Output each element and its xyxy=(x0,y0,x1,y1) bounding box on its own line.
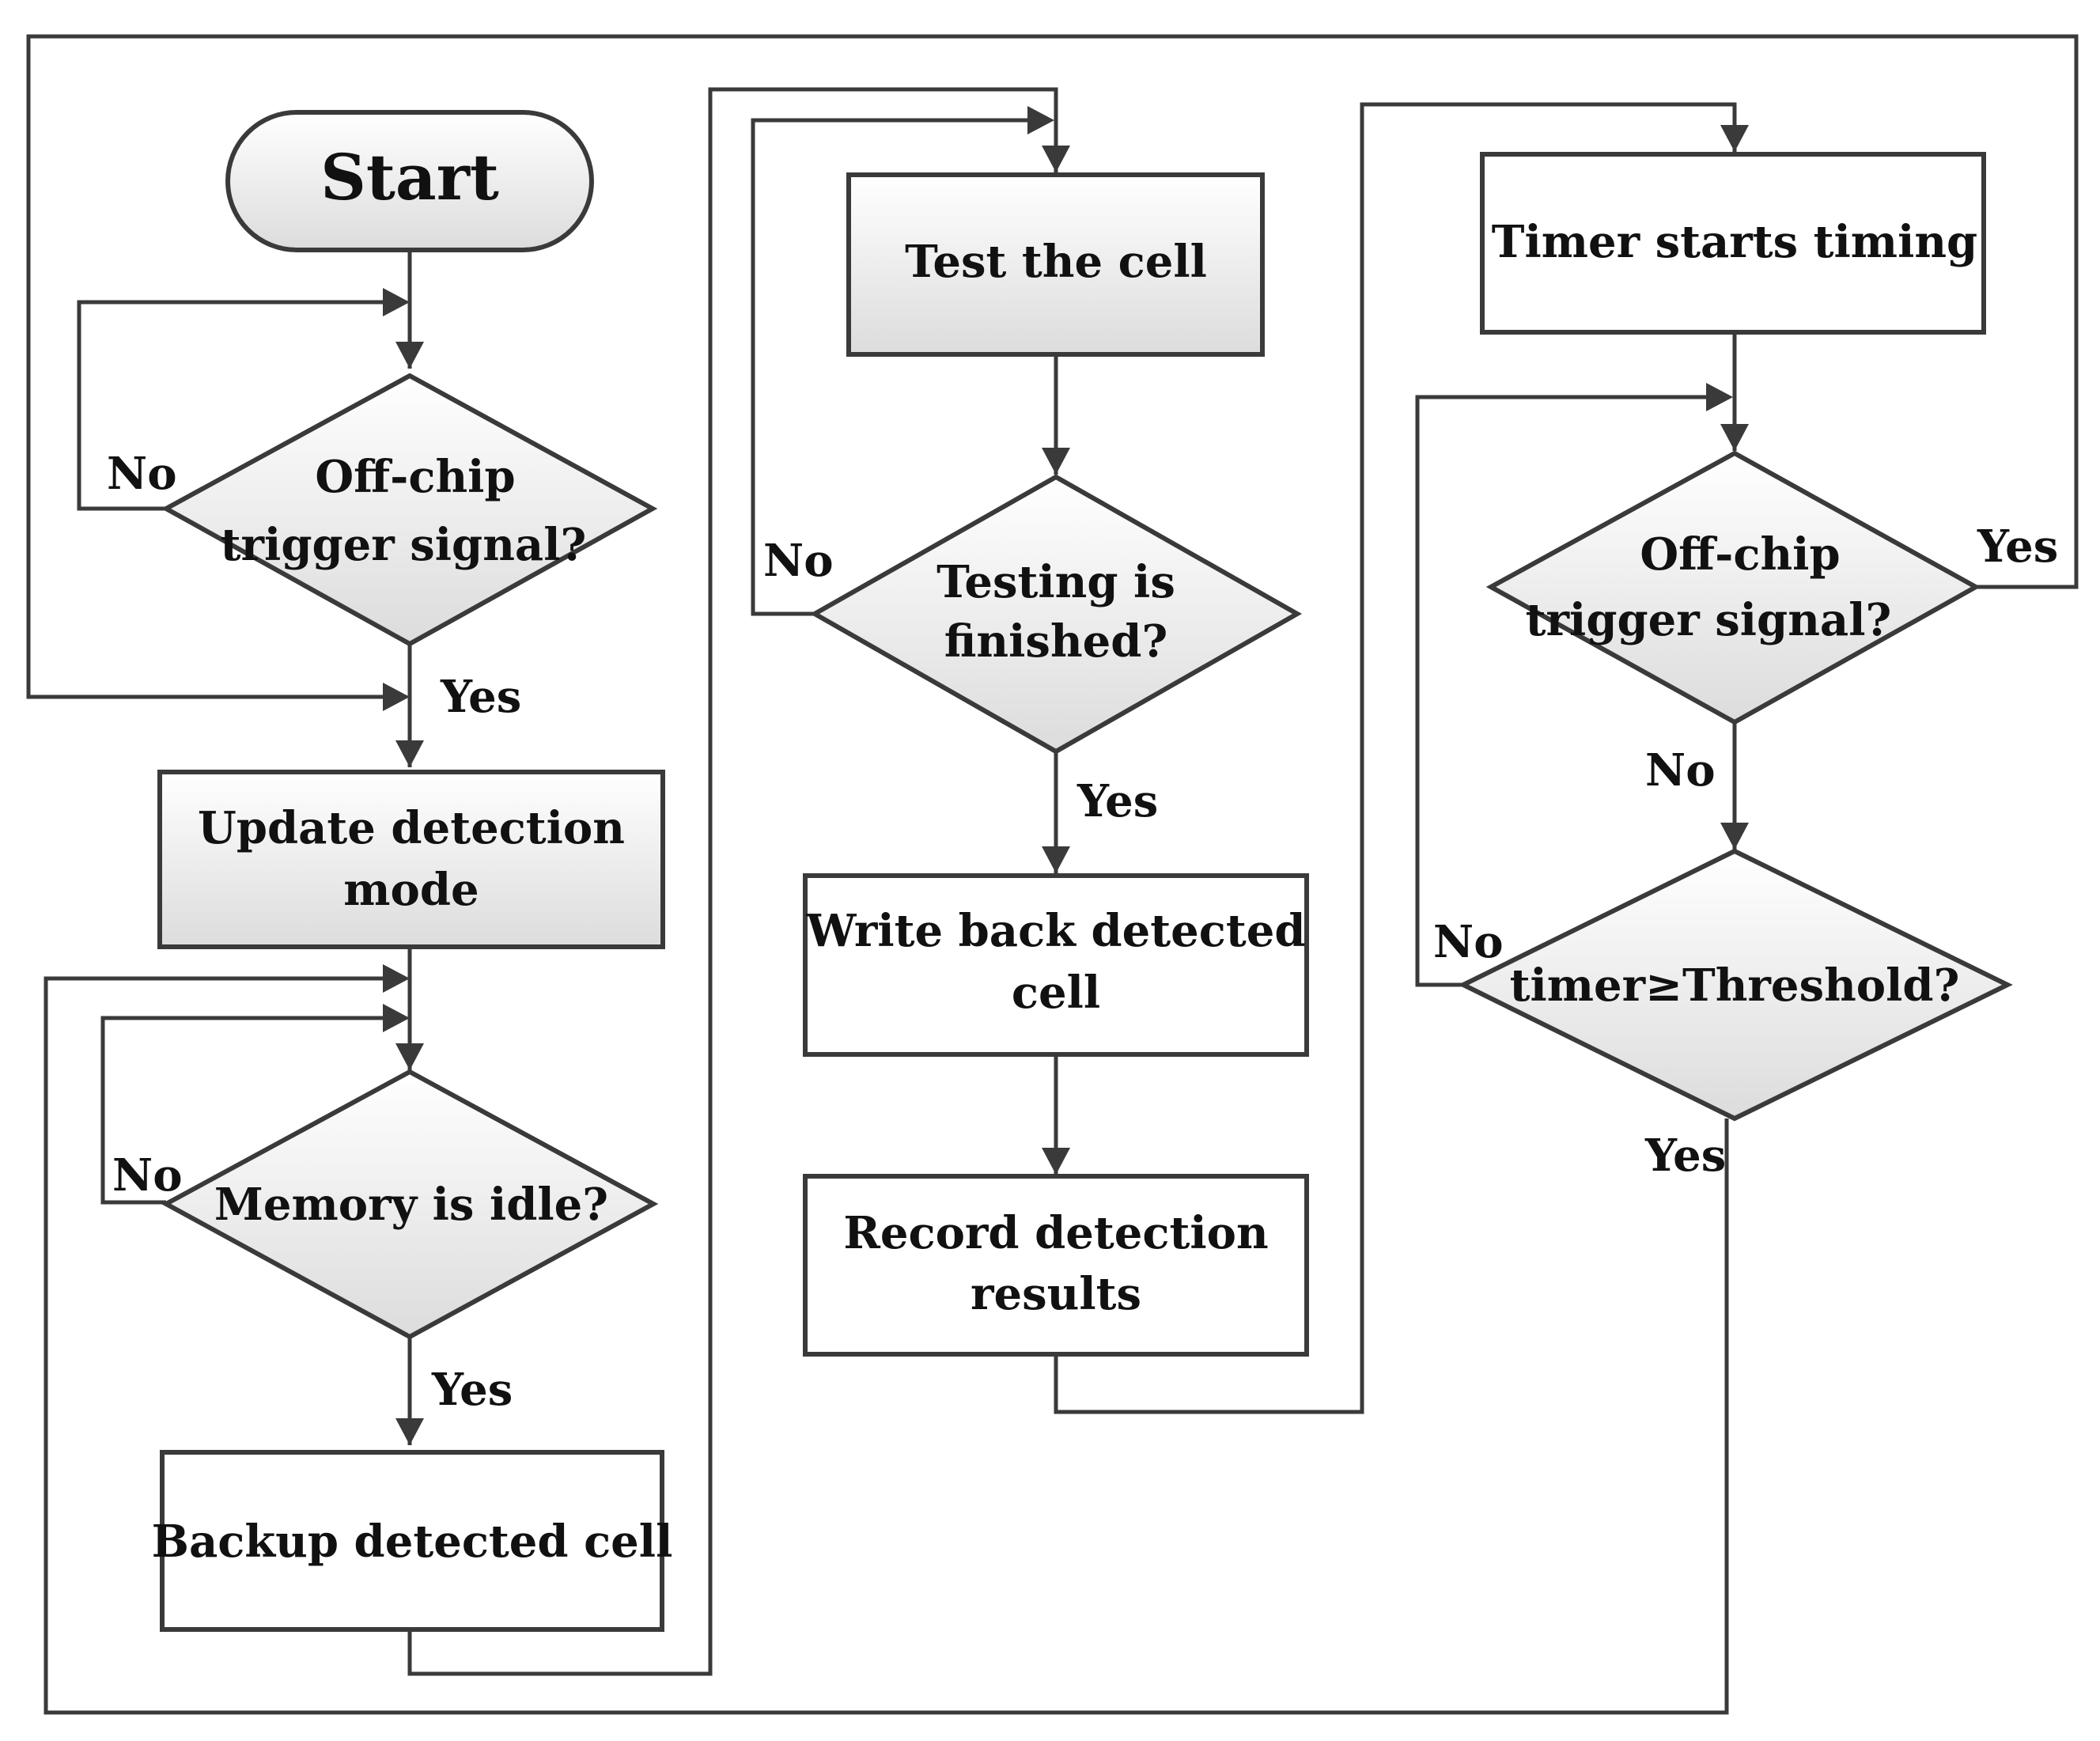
label-testing-yes: Yes xyxy=(1076,775,1158,827)
arrowhead xyxy=(383,964,410,993)
arrowhead xyxy=(1720,823,1749,850)
arrowhead xyxy=(1706,383,1733,411)
arrowhead xyxy=(1042,846,1070,873)
arrowhead xyxy=(383,1004,410,1032)
decision-timer-threshold-label: timer≥Threshold? xyxy=(1510,959,1960,1012)
process-update-detection-mode xyxy=(157,770,665,949)
edge-memory-no-loop xyxy=(100,1016,399,1205)
process-timer-starts-label: Timer starts timing xyxy=(1492,216,1977,268)
arrowhead xyxy=(395,740,424,767)
process-write-back-line2: cell xyxy=(1012,967,1100,1019)
start-label: Start xyxy=(320,140,499,214)
label-offchip1-no: No xyxy=(107,448,177,500)
label-offchip2-no: No xyxy=(1645,744,1716,797)
decision-testing-finished-line1: Testing is xyxy=(936,556,1175,608)
edge-timer-yes-loop xyxy=(44,976,1729,1715)
decision-timer-threshold xyxy=(1458,848,2013,1122)
start-terminator xyxy=(225,110,594,252)
decision-offchip-trigger-1-line2: trigger signal? xyxy=(221,519,587,571)
process-write-back-line1: Write back detected xyxy=(805,905,1305,957)
arrowhead xyxy=(1042,448,1070,475)
process-backup-detected-cell-label: Backup detected cell xyxy=(152,1516,673,1568)
decision-memory-idle xyxy=(161,1069,659,1340)
decision-offchip-trigger-2-line1: Off-chip xyxy=(1640,528,1840,581)
process-timer-starts-timing xyxy=(1480,152,1986,335)
arrowhead xyxy=(1720,424,1749,451)
edge-offchip1-no-loop xyxy=(77,300,399,511)
edge-offchip2-yes-loop xyxy=(26,34,2079,699)
label-threshold-no: No xyxy=(1433,916,1504,968)
process-record-line2: results xyxy=(971,1268,1141,1320)
nodes: Start Off-chip trigger signal? Update de… xyxy=(152,110,2013,1632)
edge-testing-no-loop xyxy=(751,118,1044,616)
process-write-back-detected-cell xyxy=(803,873,1309,1057)
process-test-the-cell xyxy=(846,172,1265,357)
process-record-detection-results xyxy=(803,1174,1309,1357)
decision-offchip-trigger-2 xyxy=(1485,450,1981,725)
arrowhead xyxy=(395,1418,424,1445)
decision-offchip-trigger-2-line2: trigger signal? xyxy=(1526,594,1892,646)
edge-labels: No Yes No Yes No Yes Yes No No Yes xyxy=(107,448,2058,1416)
process-backup-detected-cell xyxy=(160,1450,664,1632)
arrowhead xyxy=(1042,1148,1070,1175)
arrowhead xyxy=(1027,106,1054,134)
decision-memory-idle-label: Memory is idle? xyxy=(214,1179,608,1231)
arrowhead xyxy=(1042,146,1070,172)
edge-threshold-no-loop xyxy=(1415,395,1723,987)
label-offchip1-yes: Yes xyxy=(440,671,521,723)
arrowhead xyxy=(1720,125,1749,152)
connectors xyxy=(26,34,2079,1715)
arrowhead xyxy=(383,288,410,316)
decision-offchip-trigger-1-line1: Off-chip xyxy=(315,451,515,503)
decision-testing-finished-line2: finished? xyxy=(944,615,1168,668)
process-record-line1: Record detection xyxy=(843,1207,1268,1259)
edge-record-to-timer xyxy=(1054,102,1737,1414)
arrowhead xyxy=(383,683,410,711)
process-test-the-cell-label: Test the cell xyxy=(905,236,1207,288)
label-memory-no: No xyxy=(112,1149,183,1202)
label-threshold-yes: Yes xyxy=(1644,1130,1726,1182)
arrowhead xyxy=(395,1043,424,1070)
label-memory-yes: Yes xyxy=(431,1364,513,1416)
process-update-detection-mode-line1: Update detection xyxy=(198,802,625,854)
label-testing-no: No xyxy=(763,535,834,587)
edge-backup-to-test xyxy=(407,87,1058,1676)
arrowhead xyxy=(395,342,424,369)
decision-testing-finished xyxy=(809,474,1303,755)
process-update-detection-mode-line2: mode xyxy=(343,864,479,916)
decision-offchip-trigger-1 xyxy=(161,373,658,647)
label-offchip2-yes: Yes xyxy=(1977,520,2058,573)
